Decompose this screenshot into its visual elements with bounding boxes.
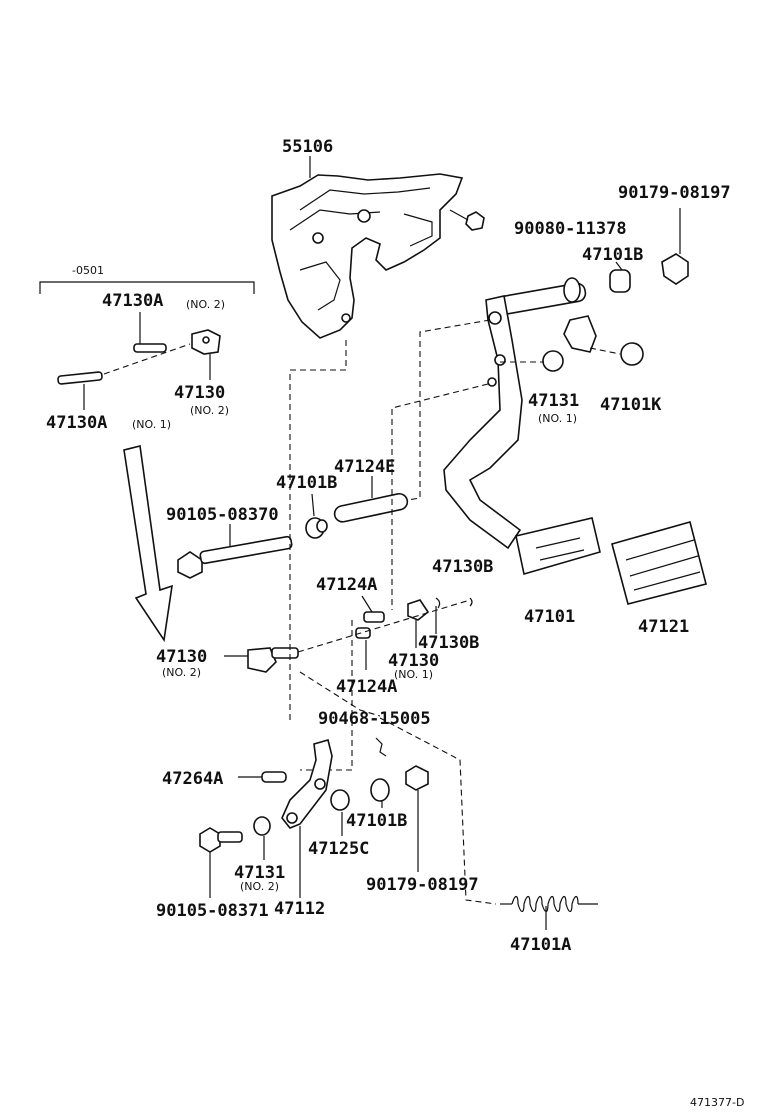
bushing-47101b-low <box>370 778 390 808</box>
label-47131-no1-sub: (NO. 1) <box>538 412 577 425</box>
label-47131-no2: 47131 <box>234 863 285 883</box>
label-90179-top: 90179-08197 <box>618 183 731 203</box>
nut-90179-low <box>405 765 429 872</box>
label-47130-no2b: 47130 <box>156 647 207 667</box>
collar-47125c <box>330 789 350 836</box>
bolt-90105-08371 <box>199 827 243 898</box>
stopper-47131 <box>542 350 564 372</box>
label-47130a-no2: 47130A <box>102 291 163 311</box>
label-47130b-b: 47130B <box>418 633 479 653</box>
label-90179-low: 90179-08197 <box>366 875 479 895</box>
bolt-47264a <box>238 771 287 783</box>
bushing-47101b-top <box>609 261 631 293</box>
label-47101: 47101 <box>524 607 575 627</box>
direction-arrow <box>123 445 173 643</box>
label-47124a-a: 47124A <box>316 575 377 595</box>
clevis-47130 <box>224 595 473 673</box>
label-47121: 47121 <box>638 617 689 637</box>
label-47112: 47112 <box>274 899 325 919</box>
label-47101b-mid: 47101B <box>276 473 337 493</box>
washer-47131-no2 <box>253 816 271 860</box>
bolt-90080-11378 <box>449 209 485 231</box>
label-47130a-no1-sub: (NO. 1) <box>132 418 171 431</box>
label-47125c: 47125C <box>308 839 369 859</box>
bolt-90105-08370 <box>177 524 293 579</box>
label-47130-no1-sub: (NO. 1) <box>394 668 433 681</box>
label-47130-no1: 47130 <box>388 651 439 671</box>
stopper-47101k <box>620 342 644 366</box>
bushing-47101b-mid <box>305 493 328 539</box>
label-90105-08371: 90105-08371 <box>156 901 269 921</box>
label-47101b-low: 47101B <box>346 811 407 831</box>
label-47130b-a: 47130B <box>432 557 493 577</box>
label-47131-no2-sub: (NO. 2) <box>240 880 279 893</box>
assembly-line-5 <box>379 717 497 905</box>
detail-box <box>39 281 255 410</box>
label-90080: 90080-11378 <box>514 219 627 239</box>
label-47130a-no2-sub: (NO. 2) <box>186 298 225 311</box>
label-47101a: 47101A <box>510 935 571 955</box>
pin-47124e <box>333 476 409 523</box>
label-47131-no1: 47131 <box>528 391 579 411</box>
pedal-pad-47121 <box>611 521 707 605</box>
lever-47112 <box>281 739 333 898</box>
label-47130a-no1: 47130A <box>46 413 107 433</box>
label-47130-no2b-sub: (NO. 2) <box>162 666 201 679</box>
pedal-arm-47101 <box>443 277 601 576</box>
assembly-line-4 <box>299 671 381 717</box>
label-range: -0501 <box>72 264 104 277</box>
label-47124e: 47124E <box>334 457 395 477</box>
label-90105-08370: 90105-08370 <box>166 505 279 525</box>
label-47130-no2a-sub: (NO. 2) <box>190 404 229 417</box>
label-47264a: 47264A <box>162 769 223 789</box>
spring-47101a <box>500 895 598 930</box>
assembly-line-1 <box>289 340 347 720</box>
assembly-line-2 <box>407 319 491 501</box>
nut-90179-top <box>661 208 689 285</box>
footer-code: 471377-D <box>690 1096 744 1109</box>
label-47130-no2a: 47130 <box>174 383 225 403</box>
label-55106: 55106 <box>282 137 333 157</box>
label-90468: 90468-15005 <box>318 709 431 729</box>
label-47101b-top: 47101B <box>582 245 643 265</box>
clip-90468 <box>375 737 387 757</box>
bracket-55106 <box>271 173 464 339</box>
label-47124a-b: 47124A <box>336 677 397 697</box>
assembly-line-3 <box>391 383 489 610</box>
label-47101k: 47101K <box>600 395 662 415</box>
